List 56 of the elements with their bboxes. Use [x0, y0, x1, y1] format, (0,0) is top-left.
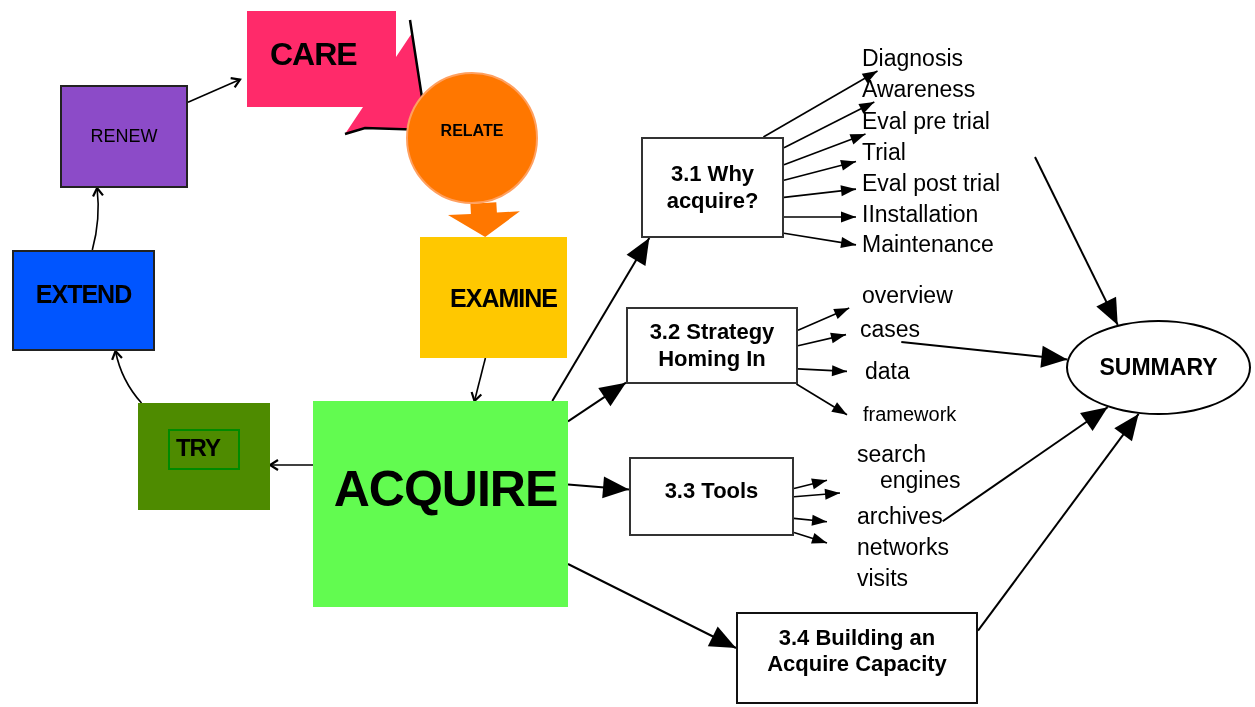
arrow [1034, 156, 1119, 326]
arrow [797, 332, 847, 347]
arrow [551, 237, 651, 402]
arrow [762, 70, 879, 138]
arrow [783, 133, 867, 166]
arrow [567, 381, 627, 423]
arrow [567, 476, 630, 499]
arrow [470, 357, 487, 403]
list-item-text: Maintenance [856, 231, 994, 257]
arrow [783, 211, 857, 223]
list-item-text: visits [827, 565, 909, 591]
process-box: ACQUIRE [313, 401, 568, 607]
arrow [941, 406, 1109, 523]
list-item-text: Diagnosis [856, 45, 963, 71]
process-box: 3.4 Building an Acquire Capacity [736, 612, 978, 704]
list-item-text: archives [827, 503, 943, 529]
summary-ellipse: SUMMARY [1066, 320, 1251, 415]
list-item-text: cases [846, 316, 921, 342]
circle-node: RELATE [406, 72, 538, 204]
arrow [795, 383, 848, 416]
arrow [783, 101, 876, 149]
process-box: 3.2 Strategy Homing In [626, 307, 798, 384]
process-box: 3.3 Tools [629, 457, 794, 536]
list-item-text: Awareness [856, 76, 976, 102]
arrow [783, 159, 857, 182]
arrow [91, 186, 104, 251]
list-item-text: search engines [827, 441, 967, 493]
process-box: RENEW [60, 85, 188, 188]
list-item-text: framework [847, 401, 957, 427]
node-label: TRY [167, 429, 241, 470]
list-item-text: overview [846, 282, 953, 308]
list-item-text: IInstallation [856, 201, 979, 227]
list-item-text: data [847, 358, 910, 384]
list-item-text: Eval pre trial [856, 108, 990, 134]
arrow [977, 412, 1140, 632]
arrow [448, 202, 520, 237]
arrow [783, 185, 857, 199]
process-box: EXTEND [12, 250, 155, 351]
arrow [900, 341, 1069, 368]
node-label: CARE [270, 36, 357, 73]
arrow [793, 514, 828, 526]
arrow [783, 232, 857, 248]
list-item-text: Trial [856, 139, 906, 165]
list-item-text: networks [827, 534, 950, 560]
arrow [793, 478, 828, 490]
arrow [111, 349, 143, 404]
arrow [797, 365, 848, 377]
arrow [567, 563, 737, 649]
arrow [797, 307, 850, 331]
arrow [793, 531, 828, 544]
process-box: EXAMINE [420, 237, 567, 358]
list-item-text: Eval post trial [856, 170, 1001, 196]
arrow [793, 488, 841, 500]
process-box [138, 403, 270, 510]
process-box: 3.1 Why acquire? [641, 137, 784, 238]
arrow [187, 77, 242, 103]
